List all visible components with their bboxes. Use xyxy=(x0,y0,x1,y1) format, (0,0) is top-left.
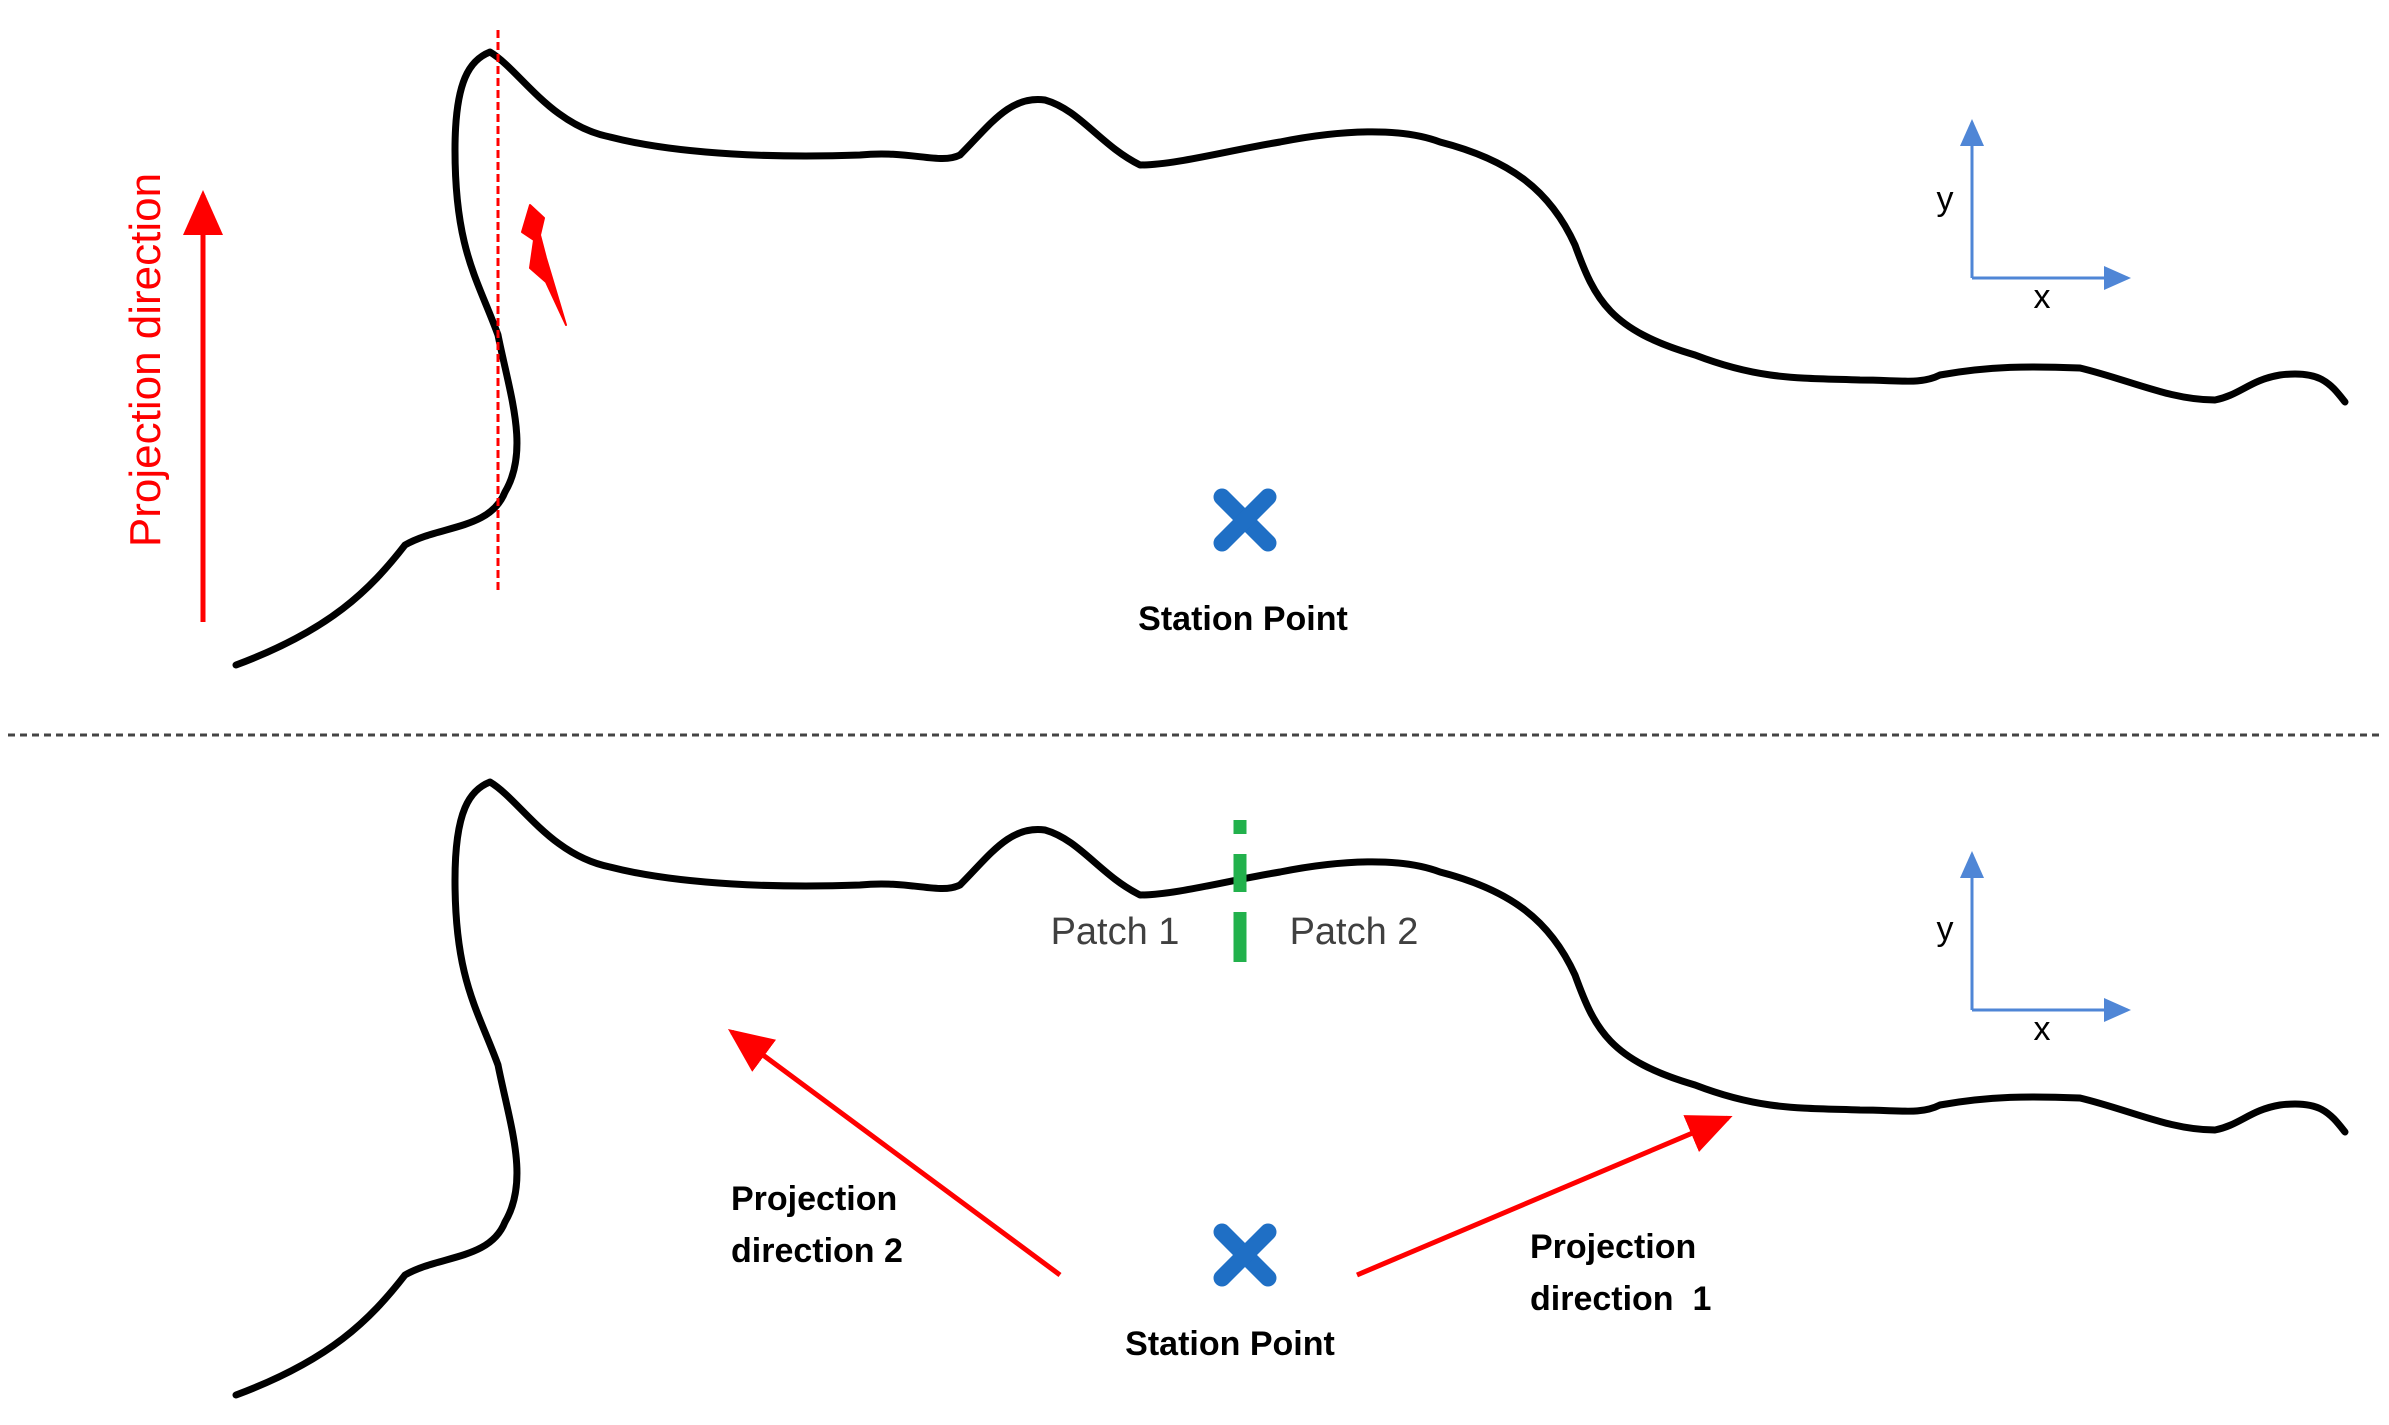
axis-arrows-icon xyxy=(1960,119,2131,290)
lightning-icon xyxy=(521,204,567,326)
terrain-profile xyxy=(232,48,2349,669)
projection-direction-2-label-line2: direction 2 xyxy=(731,1232,903,1270)
station-point-label: Station Point xyxy=(1138,600,1348,638)
patch-1-label: Patch 1 xyxy=(1051,911,1180,953)
projection-direction-2-label-line1: Projection xyxy=(731,1180,897,1218)
patch-2-label: Patch 2 xyxy=(1290,911,1419,953)
projection-direction-1-arrow xyxy=(1356,1115,1733,1278)
axis-arrows-icon xyxy=(1960,851,2131,1022)
station-point-icon xyxy=(1213,488,1277,552)
station-point-icon xyxy=(1213,1223,1277,1287)
axis-y-label: y xyxy=(1937,910,1954,948)
projection-direction-1-label-line2: direction 1 xyxy=(1530,1280,1711,1318)
terrain-profile xyxy=(232,778,2349,1399)
axis-y-label: y xyxy=(1937,180,1954,218)
bottom-panel: Patch 1 Patch 2 Projection direction 2 P… xyxy=(232,778,2349,1399)
axis-x-label: x xyxy=(2034,278,2051,316)
projection-direction-label: Projection direction xyxy=(121,173,170,547)
projection-direction-1-label-line1: Projection xyxy=(1530,1228,1696,1266)
axis-x-label: x xyxy=(2034,1010,2051,1048)
station-point-label: Station Point xyxy=(1125,1325,1335,1363)
top-panel: Projection direction Station Point y x xyxy=(121,30,2349,669)
projection-direction-2-arrow xyxy=(727,1029,1062,1278)
